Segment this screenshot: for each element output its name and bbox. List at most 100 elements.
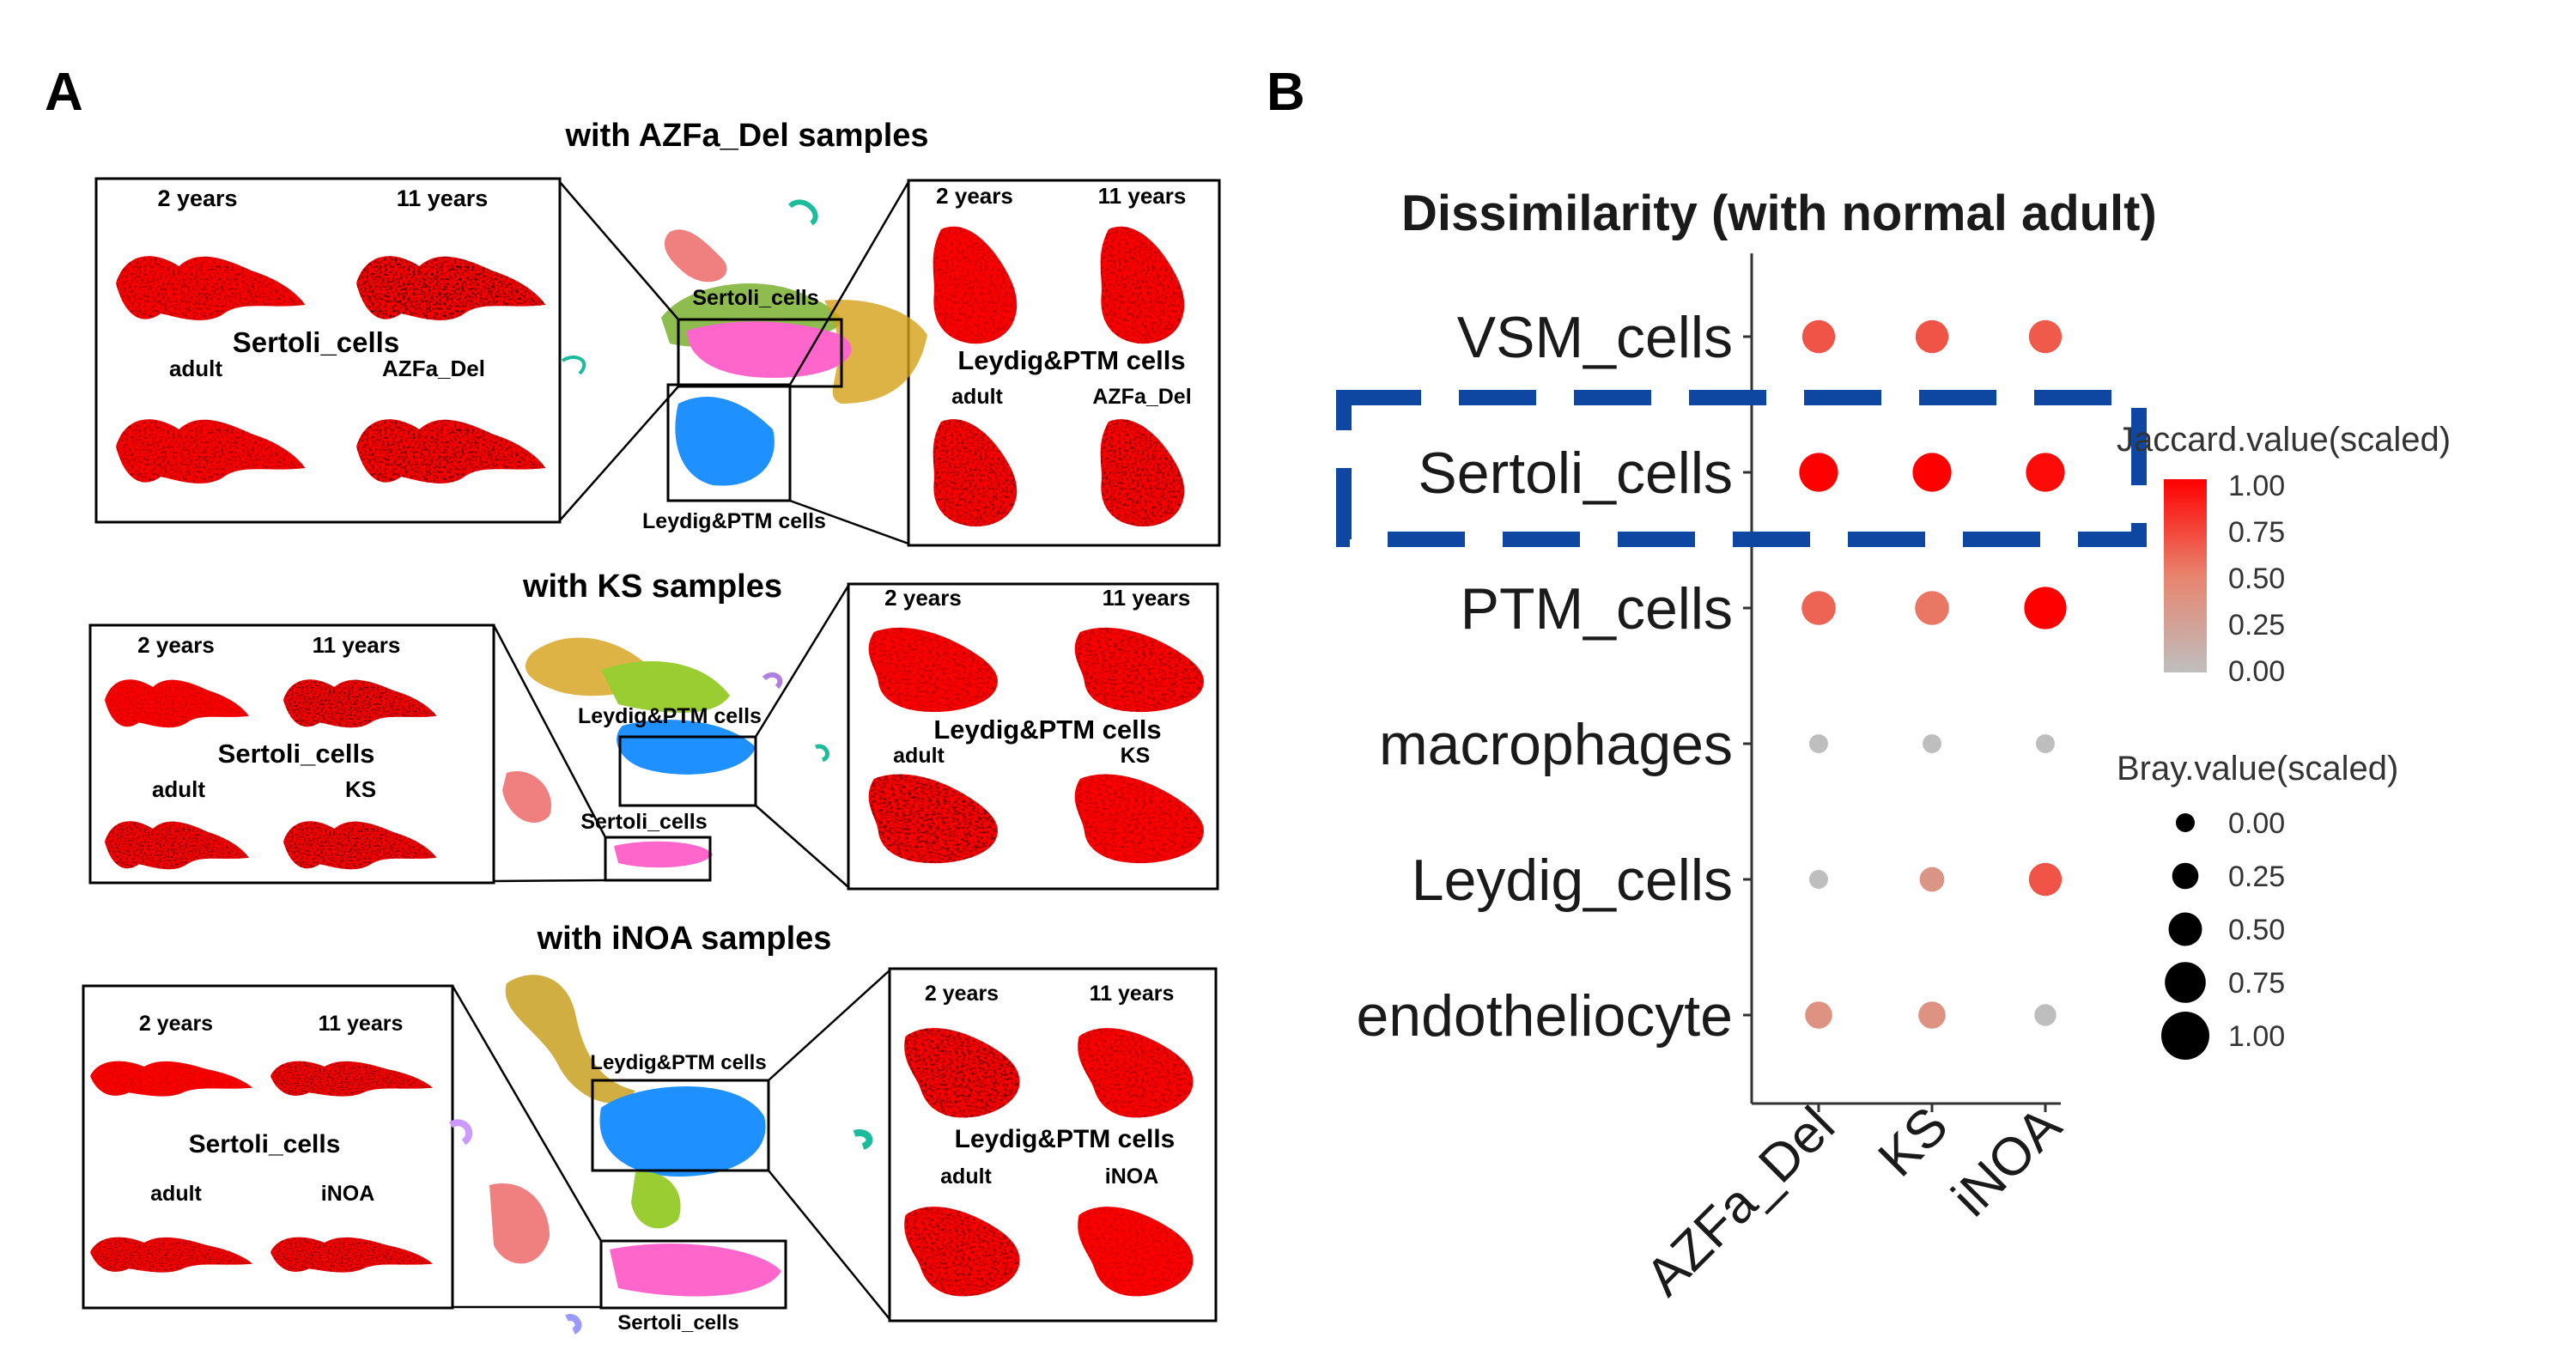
group-inoa: with iNOA samples 2 years 11 years adult… bbox=[82, 921, 1218, 1335]
dot bbox=[1915, 319, 1949, 354]
row-label: endotheliocyte bbox=[1356, 983, 1733, 1049]
inset-label: adult bbox=[169, 356, 222, 381]
inset-label: adult bbox=[951, 385, 1003, 409]
inset-cluster-label: Sertoli_cells bbox=[233, 326, 399, 358]
main-umap: Leydig&PTM cells Sertoli_cells bbox=[448, 970, 890, 1335]
inset-label: 11 years bbox=[1090, 982, 1175, 1006]
inset-label: 11 years bbox=[1098, 183, 1187, 209]
inset-label: AZFa_Del bbox=[382, 356, 485, 381]
highlight-box bbox=[1336, 390, 2147, 547]
dots bbox=[1799, 319, 2067, 1029]
dot bbox=[1801, 319, 1836, 354]
inset-label: 2 years bbox=[925, 982, 999, 1006]
inset-label: 2 years bbox=[157, 185, 237, 211]
color-legend-ticks: 1.00 0.75 0.50 0.25 0.00 bbox=[2228, 470, 2285, 688]
inset-label: 11 years bbox=[319, 1012, 404, 1036]
dot bbox=[1801, 591, 1836, 625]
inset-label: adult bbox=[150, 1182, 202, 1206]
group-title: with iNOA samples bbox=[537, 921, 832, 957]
size-legend-dot bbox=[2161, 1012, 2209, 1060]
dot bbox=[1799, 453, 1838, 492]
col-label: AZFa_Del bbox=[1635, 1096, 1846, 1307]
inset-label: adult bbox=[893, 744, 945, 768]
group-title: with AZFa_Del samples bbox=[564, 118, 928, 154]
chart-title: Dissimilarity (with normal adult) bbox=[1401, 185, 2157, 241]
inset-label: KS bbox=[1121, 744, 1151, 768]
inset-label: 11 years bbox=[397, 185, 489, 211]
umap-cluster-label: Sertoli_cells bbox=[580, 810, 707, 834]
dot bbox=[1918, 1001, 1946, 1029]
inset-cluster-label: Leydig&PTM cells bbox=[955, 1125, 1176, 1153]
row-label: VSM_cells bbox=[1457, 305, 1733, 370]
panel-a: A with AZFa_Del samples 2 years 11 years… bbox=[45, 63, 1221, 1335]
main-umap: Sertoli_cells Leydig&PTM cells bbox=[559, 181, 927, 545]
inset-cluster-label: Leydig&PTM cells bbox=[957, 345, 1185, 375]
inset-label: 2 years bbox=[936, 183, 1013, 209]
dot bbox=[1805, 1001, 1832, 1029]
size-tick-label: 0.25 bbox=[2228, 860, 2285, 893]
inset-label: adult bbox=[940, 1165, 992, 1189]
size-legend-dot bbox=[2172, 862, 2199, 890]
size-legend-dot bbox=[2176, 813, 2195, 832]
color-legend-bar bbox=[2164, 479, 2207, 672]
color-tick-label: 0.00 bbox=[2228, 655, 2285, 688]
size-tick-label: 0.00 bbox=[2228, 807, 2285, 840]
inset-label: iNOA bbox=[321, 1182, 375, 1206]
color-tick-label: 0.25 bbox=[2228, 609, 2285, 642]
col-label: KS bbox=[1868, 1096, 1959, 1188]
inset-label: adult bbox=[152, 776, 205, 802]
col-label: iNOA bbox=[1941, 1096, 2073, 1228]
umap-cluster-label: Leydig&PTM cells bbox=[590, 1051, 766, 1074]
dot bbox=[2028, 319, 2063, 354]
row-label: Sertoli_cells bbox=[1418, 441, 1733, 506]
inset-label: 2 years bbox=[884, 585, 962, 611]
panel-a-letter: A bbox=[45, 63, 83, 122]
dot bbox=[2028, 862, 2063, 897]
size-tick-label: 0.50 bbox=[2228, 914, 2285, 946]
color-tick-label: 0.75 bbox=[2228, 516, 2285, 549]
inset-cluster-label: Sertoli_cells bbox=[189, 1130, 341, 1158]
size-legend-dot bbox=[2165, 962, 2206, 1003]
row-label: PTM_cells bbox=[1461, 576, 1733, 642]
inset-label: 2 years bbox=[137, 632, 215, 658]
dot bbox=[1809, 870, 1828, 889]
group-azfa: with AZFa_Del samples 2 years 11 years a… bbox=[94, 118, 1221, 547]
inset-cluster-label: Sertoli_cells bbox=[218, 739, 375, 769]
dot bbox=[1919, 867, 1945, 892]
umap-cluster-label: Sertoli_cells bbox=[617, 1311, 738, 1335]
umap-cluster-label: Leydig&PTM cells bbox=[578, 704, 762, 728]
color-tick-label: 0.50 bbox=[2228, 562, 2285, 595]
inset-label: KS bbox=[345, 776, 376, 802]
inset-label: iNOA bbox=[1105, 1165, 1159, 1189]
color-tick-label: 1.00 bbox=[2228, 470, 2285, 502]
row-label: macrophages bbox=[1379, 712, 1733, 777]
dot bbox=[2026, 453, 2065, 492]
umap-cluster-label: Leydig&PTM cells bbox=[642, 509, 826, 533]
dot bbox=[1923, 734, 1941, 753]
dot bbox=[2036, 734, 2055, 753]
umap-cluster-label: Sertoli_cells bbox=[692, 286, 818, 310]
dot bbox=[1912, 453, 1952, 492]
color-legend-title: Jaccard.value(scaled) bbox=[2117, 421, 2451, 459]
inset-label: 11 years bbox=[1103, 585, 1191, 611]
size-legend-ticks: 0.00 0.25 0.50 0.75 1.00 bbox=[2161, 807, 2285, 1060]
dot bbox=[2034, 1004, 2057, 1026]
inset-label: 11 years bbox=[313, 632, 401, 658]
size-legend-dot bbox=[2168, 912, 2202, 946]
dot bbox=[2024, 587, 2067, 629]
inset-label: AZFa_Del bbox=[1092, 385, 1191, 409]
group-title: with KS samples bbox=[522, 569, 782, 605]
dot bbox=[1915, 591, 1949, 625]
dot bbox=[1809, 734, 1828, 753]
main-umap: Leydig&PTM cells Sertoli_cells bbox=[492, 585, 850, 888]
row-label: Leydig_cells bbox=[1412, 848, 1733, 913]
size-tick-label: 0.75 bbox=[2228, 967, 2285, 1000]
group-ks: with KS samples 2 years 11 years adult K… bbox=[88, 569, 1219, 891]
size-tick-label: 1.00 bbox=[2228, 1020, 2285, 1053]
panel-b-letter: B bbox=[1267, 63, 1305, 122]
size-legend-title: Bray.value(scaled) bbox=[2117, 750, 2398, 788]
panel-b: B Dissimilarity (with normal adult) VSM_… bbox=[1267, 63, 2451, 1307]
